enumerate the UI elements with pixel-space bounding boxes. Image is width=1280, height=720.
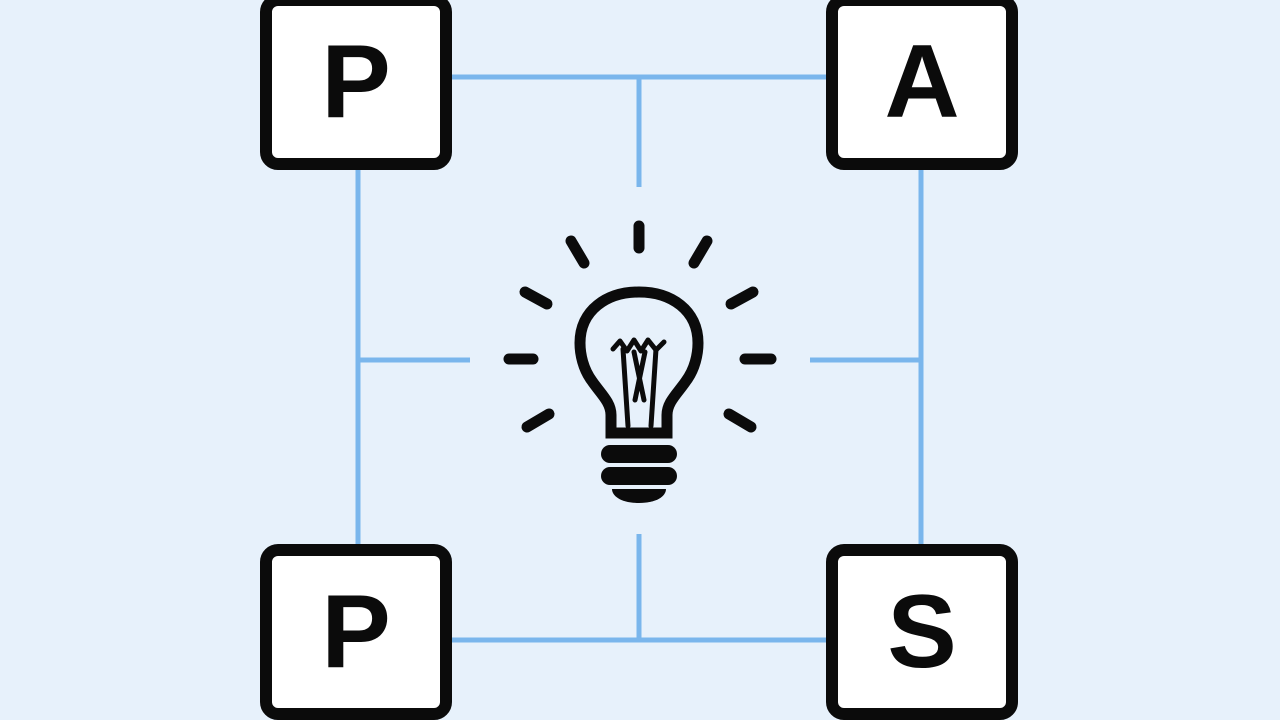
bulb-filament: [610, 337, 667, 429]
box-top-left: P: [260, 0, 452, 170]
lightbulb-icon: [490, 208, 790, 518]
box-letter: P: [321, 24, 391, 140]
light-rays: [503, 220, 777, 433]
box-bottom-right: S: [826, 544, 1018, 720]
box-bottom-left: P: [260, 544, 452, 720]
bulb-base: [601, 445, 677, 503]
box-letter: P: [321, 574, 391, 690]
box-top-right: A: [826, 0, 1018, 170]
box-letter: S: [887, 574, 957, 690]
bulb-glass: [574, 286, 704, 439]
box-letter: A: [884, 24, 960, 140]
lightbulb-icon-svg: [503, 220, 777, 503]
